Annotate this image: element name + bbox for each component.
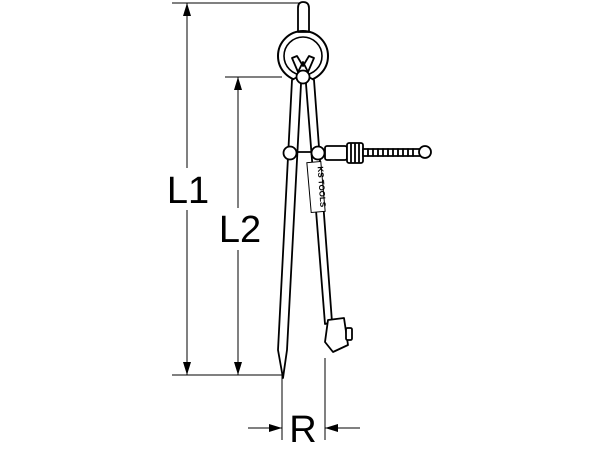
dimension-r: R (248, 358, 360, 450)
brand-label: KS TOOLS (316, 166, 328, 208)
r-arrow-left (269, 424, 282, 432)
compass-pivot-left (282, 145, 298, 161)
dimension-l2: L2 (214, 76, 282, 375)
compass-left-leg (277, 75, 302, 379)
compass-lead-screw (345, 327, 353, 341)
l2-label: L2 (219, 209, 261, 251)
compass-handle (297, 1, 310, 33)
compass-nut-knurl (350, 143, 360, 163)
l1-label: L1 (167, 170, 209, 212)
compass-lead-holder (324, 317, 349, 353)
l2-arrow-top (234, 77, 242, 90)
compass: KS TOOLS (277, 1, 432, 379)
l2-label-mask (214, 208, 264, 250)
brand-plate (306, 160, 326, 214)
l1-arrow-top (183, 3, 191, 16)
compass-ring-inner (283, 36, 323, 76)
compass-hinge (295, 69, 311, 85)
compass-rod-end-ball (418, 145, 432, 159)
r-label: R (289, 409, 316, 450)
compass-pivot-right (310, 145, 326, 161)
l1-arrow-bottom (183, 362, 191, 375)
brand-mark: KS TOOLS (306, 160, 328, 214)
compass-rod-body (362, 148, 421, 157)
r-arrow-right (325, 424, 338, 432)
l1-label-mask (168, 168, 208, 210)
compass-screw-sleeve (324, 145, 348, 161)
dimension-l1: L1 (167, 2, 300, 376)
compass-yoke (291, 55, 315, 73)
compass-threaded-rod (362, 148, 421, 157)
l2-arrow-bottom (234, 362, 242, 375)
